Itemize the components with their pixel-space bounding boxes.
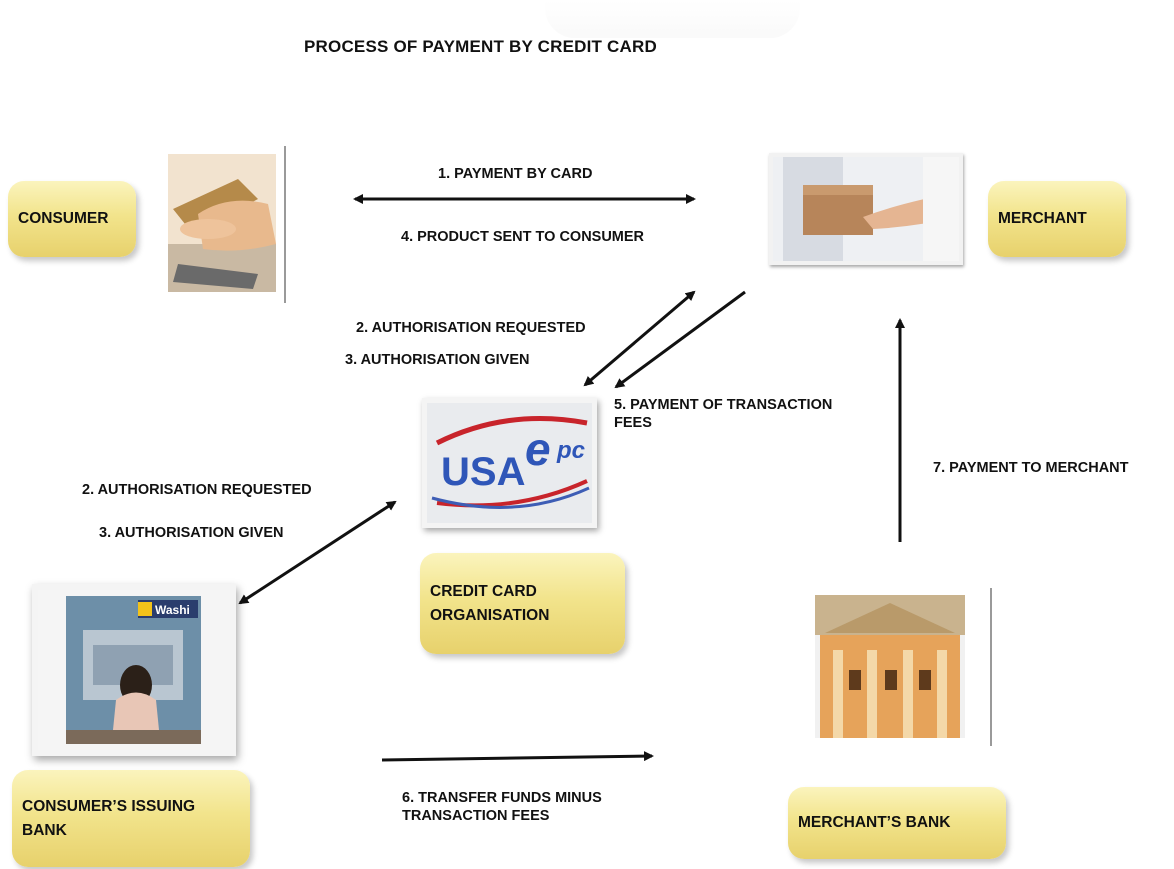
label-product-sent: 4. PRODUCT SENT TO CONSUMER <box>401 229 645 245</box>
arrow-transfer-funds <box>381 751 654 762</box>
consumer-label: CONSUMER <box>18 210 109 227</box>
arrow-bank-org-auth <box>238 500 397 605</box>
consumers-bank-label-line1: CONSUMER’S ISSUING <box>22 797 196 815</box>
usa-logo-text: USA <box>441 450 525 494</box>
merchant-label: MERCHANT <box>998 210 1087 227</box>
top-decoration <box>545 0 800 38</box>
consumers-issuing-bank-box: CONSUMER’S ISSUING BANK <box>12 770 250 867</box>
usa-logo-e: e <box>525 423 551 475</box>
diagram-title: PROCESS OF PAYMENT BY CREDIT CARD <box>304 37 657 56</box>
atm-sign-text: Washi <box>155 603 190 617</box>
bank-photo-divider <box>990 588 992 746</box>
label-auth-given-upper: 3. AUTHORISATION GIVEN <box>345 352 530 368</box>
label-payment-fees: 5. PAYMENT OF TRANSACTION FEES <box>614 396 832 432</box>
bank-building-photo <box>815 595 965 738</box>
label-transfer-funds-line1: 6. TRANSFER FUNDS MINUS <box>402 790 602 806</box>
label-payment-fees-line1: 5. PAYMENT OF TRANSACTION <box>614 397 833 413</box>
label-payment-by-card: 1. PAYMENT BY CARD <box>438 166 593 182</box>
consumer-box: CONSUMER <box>8 181 136 257</box>
label-payment-fees-line2: FEES <box>614 415 652 431</box>
consumer-photo-divider <box>284 146 286 303</box>
label-auth-given-lower: 3. AUTHORISATION GIVEN <box>99 525 284 541</box>
merchant-delivery-photo <box>769 153 963 265</box>
usa-epc-logo: USA e pc <box>422 398 597 528</box>
label-auth-requested-upper: 2. AUTHORISATION REQUESTED <box>356 320 586 336</box>
consumer-card-photo <box>168 154 276 292</box>
credit-card-organisation-box: CREDIT CARD ORGANISATION <box>420 553 625 654</box>
atm-photo: Washi <box>32 584 236 756</box>
label-payment-to-merchant: 7. PAYMENT TO MERCHANT <box>933 460 1129 476</box>
merchant-box: MERCHANT <box>988 181 1126 257</box>
consumers-bank-label-line2: BANK <box>22 821 67 839</box>
merchants-bank-box: MERCHANT’S BANK <box>788 787 1006 859</box>
label-transfer-funds: 6. TRANSFER FUNDS MINUS TRANSACTION FEES <box>402 789 602 825</box>
arrow-merchant-org-fees <box>614 290 746 389</box>
usa-logo-pc: pc <box>556 437 585 464</box>
merchants-bank-label: MERCHANT’S BANK <box>798 814 951 831</box>
credit-card-organisation-label-line2: ORGANISATION <box>430 606 550 624</box>
label-auth-requested-lower: 2. AUTHORISATION REQUESTED <box>82 482 312 498</box>
arrow-org-merchant-auth <box>583 290 696 387</box>
label-transfer-funds-line2: TRANSACTION FEES <box>402 808 550 824</box>
credit-card-organisation-label-line1: CREDIT CARD <box>430 582 537 600</box>
